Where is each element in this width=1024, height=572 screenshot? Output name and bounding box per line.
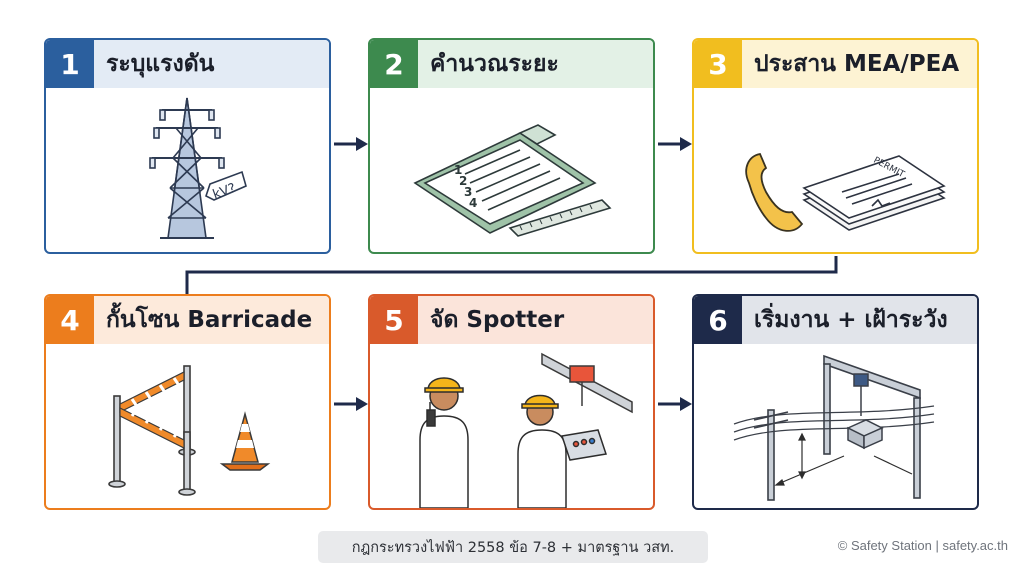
step-number-3: 3 xyxy=(694,40,742,88)
barricade-cone-icon xyxy=(108,365,271,496)
crane-hook-load xyxy=(846,373,884,450)
step-card-1: 1 ระบุแรงดัน xyxy=(44,38,331,254)
step-header-4: 4 กั้นโซน Barricade xyxy=(46,296,329,344)
traffic-cone-icon xyxy=(219,411,271,471)
step-title-3: ประสาน MEA/PEA xyxy=(754,51,960,77)
step-number-1: 1 xyxy=(46,40,94,88)
transmission-tower-icon: kV? xyxy=(149,97,247,239)
arrow-2-to-3 xyxy=(658,137,692,151)
telephone-handset-icon xyxy=(745,152,804,232)
list-number-1: 1 xyxy=(454,163,462,177)
step-card-3: 3 ประสาน MEA/PEA PERMIT xyxy=(692,38,979,254)
arrow-1-to-2 xyxy=(334,137,368,151)
kv-tag-text: kV? xyxy=(211,181,238,203)
step-card-4: 4 กั้นโซน Barricade xyxy=(44,294,331,510)
step-header-6: 6 เริ่มงาน + เฝ้าระวัง xyxy=(694,296,977,344)
step-header-5: 5 จัด Spotter xyxy=(370,296,653,344)
clearance-dimension-lines xyxy=(774,432,913,486)
step-number-5: 5 xyxy=(370,296,418,344)
kv-tag: kV? xyxy=(205,170,247,203)
step-header-3: 3 ประสาน MEA/PEA xyxy=(694,40,977,88)
step-number-2: 2 xyxy=(370,40,418,88)
list-number-4: 4 xyxy=(469,196,477,210)
step-title-1: ระบุแรงดัน xyxy=(106,51,215,77)
spotter-worker-left xyxy=(419,377,469,508)
step-title-5: จัด Spotter xyxy=(430,307,565,333)
step-header-1: 1 ระบุแรงดัน xyxy=(46,40,329,88)
step-card-6: 6 เริ่มงาน + เฝ้าระวัง xyxy=(692,294,979,510)
step-number-6: 6 xyxy=(694,296,742,344)
step-title-2: คำนวณระยะ xyxy=(430,51,559,77)
crane-powerline-icon xyxy=(733,354,935,501)
clipboard-ruler-icon: 1 2 3 4 xyxy=(413,124,612,237)
barricade-tape xyxy=(119,371,185,449)
step-title-6: เริ่มงาน + เฝ้าระวัง xyxy=(754,307,948,333)
arrow-5-to-6 xyxy=(658,397,692,411)
regulation-reference: กฎกระทรวงไฟฟ้า 2558 ข้อ 7-8 + มาตรฐาน วส… xyxy=(318,531,708,563)
step-card-2: 2 คำนวณระยะ 1 2 3 4 xyxy=(368,38,655,254)
spotter-workers-icon xyxy=(419,352,633,508)
list-number-3: 3 xyxy=(464,185,472,199)
step-card-5: 5 จัด Spotter xyxy=(368,294,655,510)
list-number-2: 2 xyxy=(459,174,467,188)
operator-worker-right xyxy=(517,394,607,508)
arrow-4-to-5 xyxy=(334,397,368,411)
step-title-4: กั้นโซน Barricade xyxy=(106,307,313,333)
step-number-4: 4 xyxy=(46,296,94,344)
copyright-credit: © Safety Station | safety.ac.th xyxy=(837,538,1008,553)
permit-documents-icon xyxy=(802,155,946,231)
overhead-crane-beam xyxy=(541,352,633,414)
phone-permit-icon: PERMIT xyxy=(745,152,946,232)
step-header-2: 2 คำนวณระยะ xyxy=(370,40,653,88)
